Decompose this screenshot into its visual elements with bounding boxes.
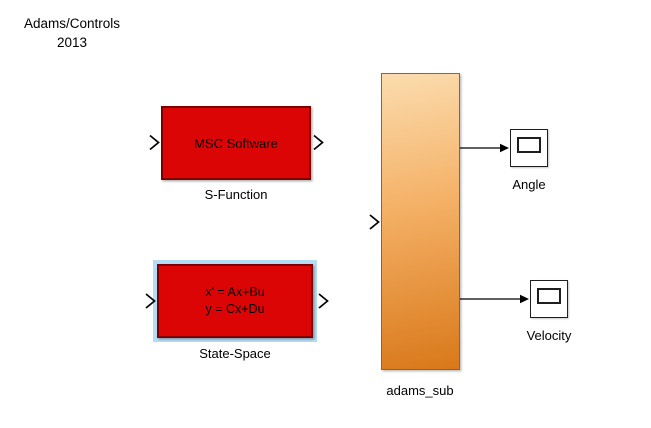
state-space-equation-line-2: y = Cx+Du [205, 302, 265, 316]
model-annotation[interactable]: Adams/Controls 2013 [8, 14, 136, 52]
adams-sub-label[interactable]: adams_sub [386, 383, 454, 398]
velocity-scope-block[interactable] [530, 280, 568, 318]
state-space-input-port-icon[interactable] [145, 293, 156, 309]
scope-screen-icon [517, 137, 541, 153]
arrowhead-icon [520, 294, 529, 304]
annotation-line-2: 2013 [56, 35, 88, 50]
s-function-input-port-icon[interactable] [149, 134, 160, 151]
state-space-block[interactable]: x' = Ax+Bu y = Cx+Du [157, 264, 313, 338]
s-function-block[interactable]: MSC Software [161, 106, 311, 180]
angle-scope-label[interactable]: Angle [512, 177, 546, 192]
scope-screen-icon [537, 288, 561, 304]
annotation-line-1: Adams/Controls [23, 16, 121, 31]
s-function-output-port-icon[interactable] [313, 134, 324, 151]
angle-scope-block[interactable] [510, 129, 548, 167]
state-space-output-port-icon[interactable] [318, 293, 329, 309]
state-space-equation-line-1: x' = Ax+Bu [205, 285, 265, 299]
state-space-label[interactable]: State-Space [199, 346, 271, 361]
adams-sub-input-port-icon[interactable] [369, 214, 380, 230]
adams-sub-subsystem-block[interactable] [381, 73, 460, 370]
s-function-body-text: MSC Software [194, 135, 278, 151]
velocity-scope-label[interactable]: Velocity [526, 328, 572, 343]
arrowhead-icon [500, 143, 509, 153]
s-function-label[interactable]: S-Function [204, 187, 268, 202]
